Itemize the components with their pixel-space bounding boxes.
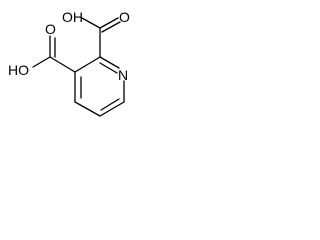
- bond-carboxyl-c-oh-lower: [32, 56, 51, 68]
- double-bond-carboxyl-c-o-upper: [101, 21, 121, 33]
- bond-carboxyl-c-oh-upper: [81, 17, 101, 29]
- atom-label-o-upper: O: [119, 9, 130, 25]
- ring-bond-c5-c6: [99, 101, 125, 117]
- ring-double-bond-c5-c6: [100, 98, 120, 111]
- bond-carboxyl-c-o-upper: [99, 17, 119, 29]
- ring-bond-n-c2: [99, 56, 120, 69]
- carboxyl-group-upper: [81, 17, 121, 58]
- atom-label-oh-upper: OH: [62, 9, 83, 25]
- pyridine-ring: [74, 56, 125, 117]
- atom-label-ho-lower: HO: [8, 62, 29, 78]
- ring-bond-c2-c3: [74, 56, 101, 73]
- carboxyl-group-lower: [32, 35, 76, 73]
- ring-double-bond-n-c2: [99, 62, 118, 74]
- pyridine-dicarboxylic-acid-structure: OH O O HO N: [8, 9, 130, 117]
- ring-bond-c4-c5: [74, 101, 101, 117]
- atom-label-n-ring: N: [118, 67, 128, 83]
- bond-c3-carboxyl-carbon: [49, 56, 76, 73]
- atom-label-o-lower: O: [45, 21, 56, 37]
